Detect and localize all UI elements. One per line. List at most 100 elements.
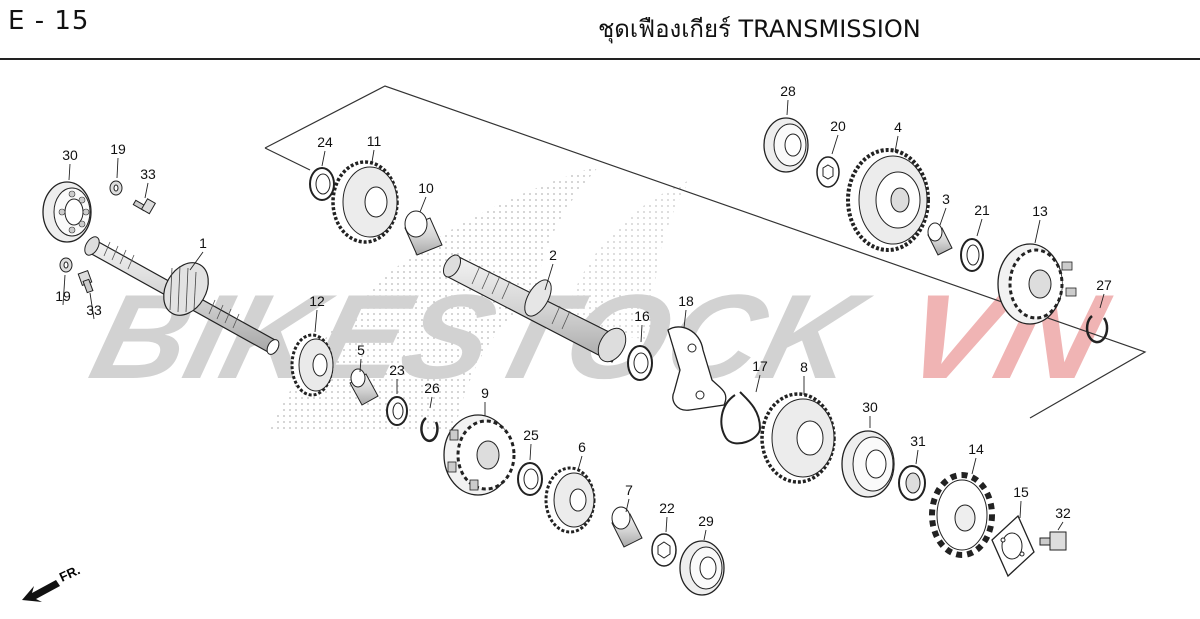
circlip-27 — [1085, 315, 1109, 344]
part-number-label: 18 — [678, 293, 694, 309]
leader-line — [371, 149, 375, 163]
part-number-label: 25 — [523, 427, 539, 443]
washer-25 — [517, 462, 543, 496]
front-label: FR. — [57, 562, 82, 584]
callout-12: 12 — [309, 293, 325, 333]
part-number-label: 28 — [780, 83, 796, 99]
part-number-label: 22 — [659, 500, 675, 516]
callout-25: 25 — [523, 427, 539, 461]
leader-line — [640, 324, 643, 343]
part-number-label: 1 — [199, 235, 207, 251]
leader-line — [359, 358, 362, 373]
exploded-parts-diagram: BIKESTOCK VN — [22, 83, 1147, 602]
part-number-label: 12 — [309, 293, 325, 309]
callout-21: 21 — [974, 202, 990, 237]
leader-line — [321, 150, 326, 167]
callout-29: 29 — [698, 513, 714, 541]
washer-24 — [309, 167, 335, 201]
leader-line — [577, 455, 583, 471]
sprocket-14 — [929, 472, 995, 558]
callout-9: 9 — [481, 385, 489, 416]
bearing-29 — [679, 540, 725, 596]
callout-1: 1 — [189, 235, 207, 271]
part-number-label: 20 — [830, 118, 846, 134]
plate-18 — [667, 326, 727, 411]
callout-30a: 30 — [62, 147, 78, 181]
assembly-outline — [264, 85, 1147, 419]
part-number-label: 33 — [86, 302, 102, 318]
bushing-3 — [927, 222, 953, 256]
header-divider — [0, 58, 1200, 60]
part-number-label: 21 — [974, 202, 990, 218]
part-number-label: 15 — [1013, 484, 1029, 500]
part-number-label: 19 — [110, 141, 126, 157]
callout-15: 15 — [1013, 484, 1029, 519]
leader-line — [68, 163, 71, 181]
callout-2: 2 — [544, 247, 557, 291]
leader-line — [89, 292, 95, 320]
callout-18: 18 — [678, 293, 694, 329]
part-number-label: 17 — [752, 358, 768, 374]
leader-line — [625, 498, 630, 513]
callout-31: 31 — [910, 433, 926, 465]
callout-32: 32 — [1055, 505, 1071, 531]
part-callouts: 1234567891011121314151617181919202122232… — [55, 83, 1112, 541]
gear-9 — [443, 414, 516, 496]
leader-line — [755, 374, 761, 393]
part-number-label: 29 — [698, 513, 714, 529]
callout-7: 7 — [625, 482, 633, 513]
callout-6: 6 — [577, 439, 586, 471]
bolt-33-lower — [77, 270, 94, 294]
leader-line — [314, 309, 318, 333]
part-number-label: 13 — [1032, 203, 1048, 219]
callout-33a: 33 — [140, 166, 156, 199]
callout-24: 24 — [317, 134, 333, 167]
seal-31 — [898, 465, 926, 501]
leader-line — [116, 157, 119, 179]
gear-8 — [760, 392, 836, 484]
leader-line — [144, 182, 149, 199]
part-number-label: 16 — [634, 308, 650, 324]
leader-line — [544, 263, 554, 291]
page-title: ชุดเฟืองเกียร์ TRANSMISSION — [598, 15, 921, 43]
leader-line — [1099, 293, 1105, 309]
part-number-label: 19 — [55, 288, 71, 304]
part-number-label: 5 — [357, 342, 365, 358]
gear-11 — [331, 160, 399, 244]
callout-22: 22 — [659, 500, 675, 533]
part-number-label: 33 — [140, 166, 156, 182]
front-direction-arrow: FR. — [22, 562, 82, 602]
part-number-label: 26 — [424, 380, 440, 396]
washer-16 — [627, 345, 653, 381]
callout-10: 10 — [418, 180, 434, 213]
gear-13 — [997, 243, 1077, 325]
callout-4: 4 — [894, 119, 902, 153]
callout-23: 23 — [389, 362, 405, 394]
spring-17 — [720, 391, 762, 445]
countershaft — [442, 254, 627, 363]
bolt-32 — [1039, 531, 1067, 551]
callout-30b: 30 — [862, 399, 878, 428]
washer-21 — [960, 238, 984, 272]
callout-13: 13 — [1032, 203, 1048, 244]
leader-line — [429, 396, 433, 409]
part-number-label: 8 — [800, 359, 808, 375]
callout-28: 28 — [780, 83, 796, 116]
part-number-label: 23 — [389, 362, 405, 378]
leader-line — [915, 449, 919, 465]
gear-12 — [290, 333, 334, 397]
leader-line — [1057, 521, 1064, 531]
bolt-33-upper — [132, 198, 157, 215]
leader-line — [786, 99, 789, 116]
part-number-label: 32 — [1055, 505, 1071, 521]
circlip-26 — [420, 416, 439, 443]
leader-line — [703, 529, 707, 541]
washer-19-lower — [59, 257, 73, 273]
leader-line — [976, 218, 983, 237]
bearing-30-right — [841, 430, 895, 498]
callout-14: 14 — [968, 441, 984, 475]
bushing-7 — [611, 506, 643, 548]
callout-20: 20 — [830, 118, 846, 155]
part-number-label: 24 — [317, 134, 333, 150]
part-number-label: 11 — [367, 133, 382, 149]
